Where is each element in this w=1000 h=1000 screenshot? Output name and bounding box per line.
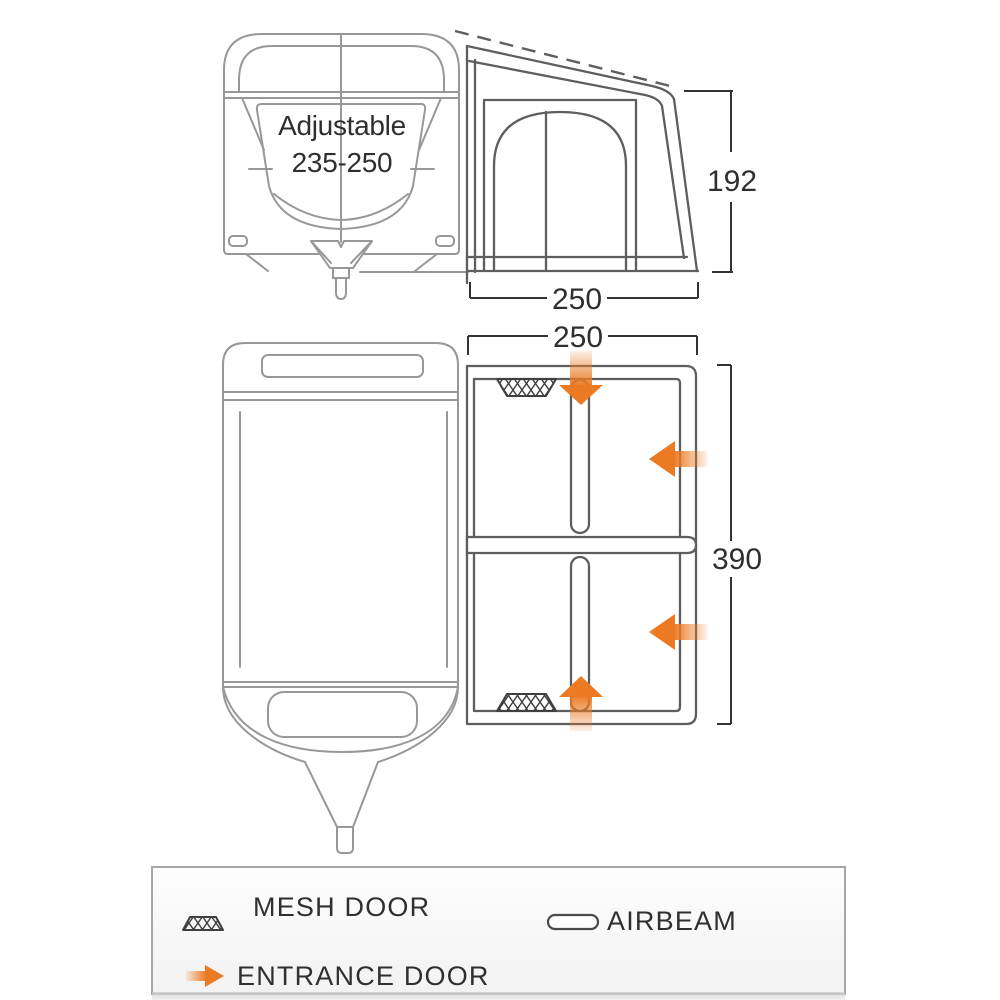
caravan-front-window-plan	[267, 691, 418, 738]
awning-plan-view	[465, 351, 707, 731]
dimension-plan-depth-value: 390	[712, 543, 762, 576]
caravan-roof-rails	[239, 411, 448, 668]
adjustable-label-line1: Adjustable	[278, 110, 406, 141]
awning-side-view	[454, 29, 700, 285]
caravan-front-view	[223, 33, 469, 300]
entrance-door-arrow-bottom	[559, 676, 603, 731]
caravan-rear-window	[261, 354, 424, 378]
awning-door-arch	[492, 110, 628, 273]
airbeam-icon	[546, 913, 600, 931]
legend-item-entrance-door: ENTRANCE DOOR	[186, 961, 490, 991]
dimension-plan-width-250: 250	[467, 321, 698, 355]
caravan-nose-inner-curve	[222, 686, 459, 753]
awning-roof-outer	[465, 44, 699, 273]
legend-airbeam-label: AIRBEAM	[607, 906, 737, 936]
hitch-head	[336, 826, 354, 854]
marker-light-right	[435, 235, 455, 247]
adjustable-roof-dashed-line	[454, 29, 671, 88]
marker-light-left	[228, 235, 248, 247]
corner-steadies	[245, 253, 438, 272]
dimension-plan-width-value: 250	[553, 321, 603, 354]
legend-item-mesh-door: MESH DOOR	[182, 892, 430, 931]
mesh-door-icon-top	[496, 378, 557, 397]
entrance-door-arrow-right-upper	[649, 441, 707, 477]
awning-door-frame	[482, 98, 638, 273]
entrance-door-arrow-top	[559, 351, 603, 405]
awning-plan-outer-wall	[465, 364, 698, 726]
mesh-door-icon-bottom	[496, 693, 557, 712]
legend-mesh-door-label: MESH DOOR	[253, 892, 430, 922]
caravan-drawbar	[304, 761, 379, 854]
dimension-side-width-value: 250	[552, 283, 602, 316]
dimension-plan-depth-390: 390	[712, 364, 762, 725]
dimension-height-value: 192	[707, 165, 757, 198]
jockey-wheel	[335, 277, 347, 300]
caravan-adjustable-label: Adjustable 235-250	[278, 110, 406, 178]
legend-box-bottom-shade	[152, 992, 845, 1000]
awning-plan-inner-wall	[472, 377, 682, 713]
legend: MESH DOOR AIRBEAM ENTRANCE DOOR	[151, 866, 846, 1000]
caravan-hitch	[310, 240, 373, 300]
entrance-door-arrow-right-lower	[649, 614, 707, 650]
dimension-side-width-250: 250	[469, 282, 699, 316]
legend-box	[151, 866, 846, 995]
adjustable-label-line2: 235-250	[292, 147, 393, 178]
dimension-height-192: 192	[684, 90, 757, 273]
awning-roof-inner	[467, 59, 686, 260]
caravan-front-window	[255, 103, 427, 230]
mesh-door-icon	[182, 916, 224, 931]
entrance-door-icon	[186, 965, 224, 987]
caravan-plan-view	[222, 342, 459, 854]
legend-entrance-door-label: ENTRANCE DOOR	[237, 961, 490, 991]
airbeam-middle	[465, 535, 698, 555]
legend-item-airbeam: AIRBEAM	[546, 906, 737, 936]
